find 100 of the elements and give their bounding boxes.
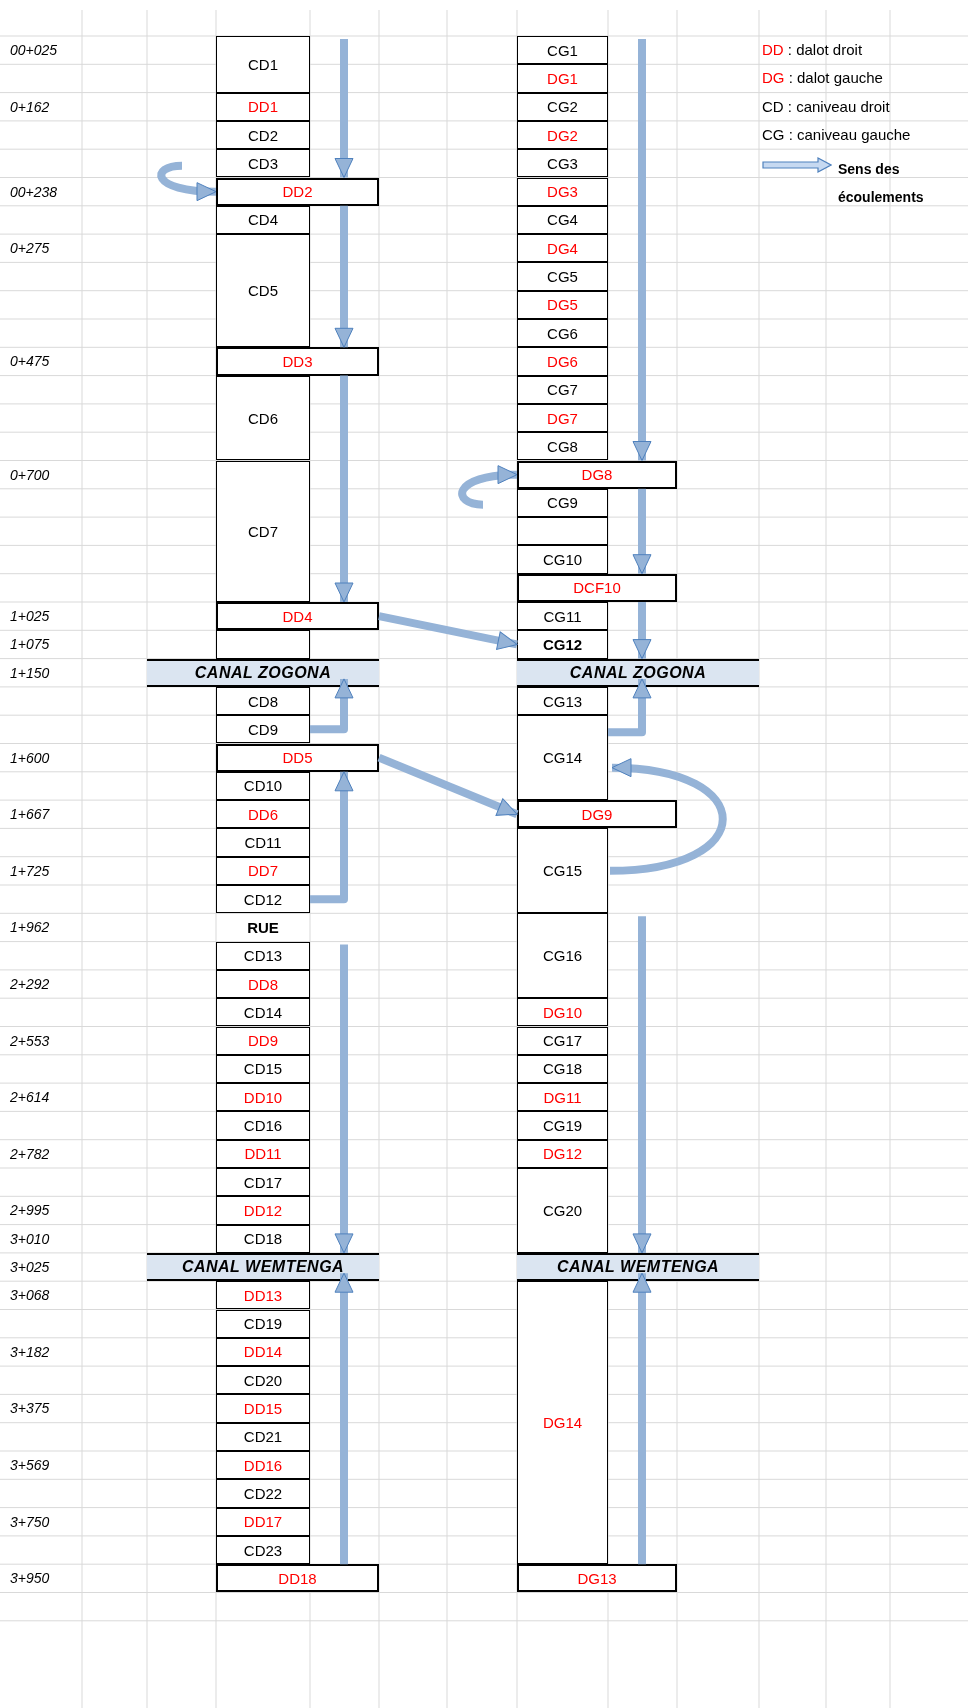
chainage-label: 3+569 (10, 1457, 50, 1473)
table-cell: CG10 (517, 545, 608, 574)
table-cell: CD22 (216, 1479, 310, 1508)
chainage-label: 1+600 (10, 749, 50, 766)
table-cell: CG8 (517, 432, 608, 461)
table-cell: CG3 (517, 149, 608, 178)
table-cell: CG9 (517, 488, 608, 518)
table-cell: DD9 (216, 1026, 310, 1055)
chainage-label: 3+950 (10, 1570, 50, 1587)
table-cell: DD8 (216, 969, 310, 999)
table-cell: DD17 (216, 1507, 310, 1536)
table-cell: CD19 (216, 1309, 310, 1338)
table-cell: DD1 (216, 92, 310, 121)
table-cell: CD14 (216, 998, 310, 1027)
legend-text: Sens des écoulements (838, 160, 925, 208)
table-cell: CD21 (216, 1422, 310, 1451)
flow-arrow (458, 465, 518, 509)
chainage-label: 1+667 (10, 806, 50, 823)
table-cell: DD13 (216, 1281, 310, 1310)
table-cell: CG16 (517, 913, 608, 999)
table-cell: DG12 (517, 1139, 608, 1168)
flow-arrow (632, 1272, 652, 1565)
table-cell: CG6 (517, 319, 608, 348)
chainage-label: 2+292 (10, 975, 50, 992)
table-cell: CG12 (517, 630, 608, 659)
chainage-label: 0+162 (10, 98, 50, 115)
table-cell: CD2 (216, 120, 310, 150)
flow-arrow (334, 1272, 354, 1565)
table-cell: CD23 (216, 1535, 310, 1565)
table-cell: DG1 (517, 64, 608, 93)
empty-cell (216, 630, 310, 659)
table-cell: CG19 (517, 1111, 608, 1140)
flow-arrow (378, 612, 518, 650)
flow-arrow (334, 205, 354, 348)
chainage-label: 2+995 (10, 1202, 50, 1219)
table-cell: CD12 (216, 885, 310, 914)
chainage-label: 1+725 (10, 862, 50, 879)
chainage-label: 3+182 (10, 1343, 50, 1360)
table-cell: DG3 (517, 177, 608, 206)
table-cell: CD3 (216, 149, 310, 178)
abbreviation-key: DG : dalot gauche (762, 69, 883, 87)
abbreviation-key: DD : dalot droit (762, 41, 863, 58)
highlighted-cell: DG13 (517, 1564, 677, 1593)
table-cell: CD7 (216, 460, 310, 602)
table-cell: CG20 (517, 1168, 608, 1253)
table-cell: CG14 (517, 715, 608, 801)
table-cell: DG14 (517, 1281, 608, 1565)
highlighted-cell: DD18 (216, 1564, 379, 1593)
chainage-label: 2+553 (10, 1032, 50, 1049)
table-cell: CD9 (216, 715, 310, 744)
table-cell: CG15 (517, 828, 608, 914)
table-cell: DG5 (517, 290, 608, 319)
abbreviation-key: CD : caniveau droit (762, 97, 890, 115)
flow-arrow (310, 771, 354, 904)
canal-band: CANAL ZOGONA (517, 658, 759, 687)
table-cell: CD4 (216, 205, 310, 235)
table-cell: CD20 (216, 1366, 310, 1395)
chainage-label: 2+782 (10, 1145, 50, 1162)
table-cell: CG7 (517, 375, 608, 404)
table-cell: DG2 (517, 120, 608, 150)
highlighted-cell: DD2 (216, 177, 379, 206)
chainage-label: 1+025 (10, 608, 50, 624)
highlighted-cell: DD5 (216, 743, 379, 772)
highlighted-cell: DD4 (216, 602, 379, 631)
table-cell: CD11 (216, 828, 310, 857)
table-cell: CD10 (216, 771, 310, 801)
table-cell: CD18 (216, 1224, 310, 1253)
flow-arrow (632, 602, 652, 660)
table-cell: CD8 (216, 686, 310, 716)
chainage-label: 2+614 (10, 1089, 50, 1106)
chainage-label: 1+075 (10, 636, 50, 653)
highlighted-cell: DG8 (517, 460, 677, 489)
chainage-label: 0+275 (10, 240, 50, 257)
table-cell: DD16 (216, 1451, 310, 1480)
table-cell: DD11 (216, 1139, 310, 1168)
highlighted-cell: DCF10 (517, 573, 677, 602)
chainage-label: 3+025 (10, 1258, 50, 1275)
table-cell: DD15 (216, 1394, 310, 1423)
table-cell: CG4 (517, 205, 608, 235)
table-cell: DD10 (216, 1083, 310, 1112)
flow-arrow (632, 488, 652, 575)
highlighted-cell: DG9 (517, 800, 677, 829)
chainage-label: 3+068 (10, 1287, 50, 1304)
table-cell: DD14 (216, 1337, 310, 1367)
flow-arrow (377, 753, 519, 818)
flow-arrow (310, 678, 354, 734)
flow-arrow (334, 375, 354, 603)
table-cell: CD1 (216, 36, 310, 93)
table-cell: CD13 (216, 941, 310, 970)
table-cell: CG13 (517, 686, 608, 716)
highlighted-cell: DD3 (216, 347, 379, 376)
table-cell: DG7 (517, 403, 608, 433)
flow-arrow (609, 759, 727, 875)
canal-band: CANAL WEMTENGA (147, 1252, 379, 1282)
table-cell: DG6 (517, 347, 608, 376)
table-cell: CG11 (517, 602, 608, 631)
chainage-label: 0+475 (10, 353, 50, 370)
chainage-label: 3+750 (10, 1513, 50, 1530)
table-cell: CD6 (216, 375, 310, 461)
street-label: RUE (216, 913, 310, 942)
